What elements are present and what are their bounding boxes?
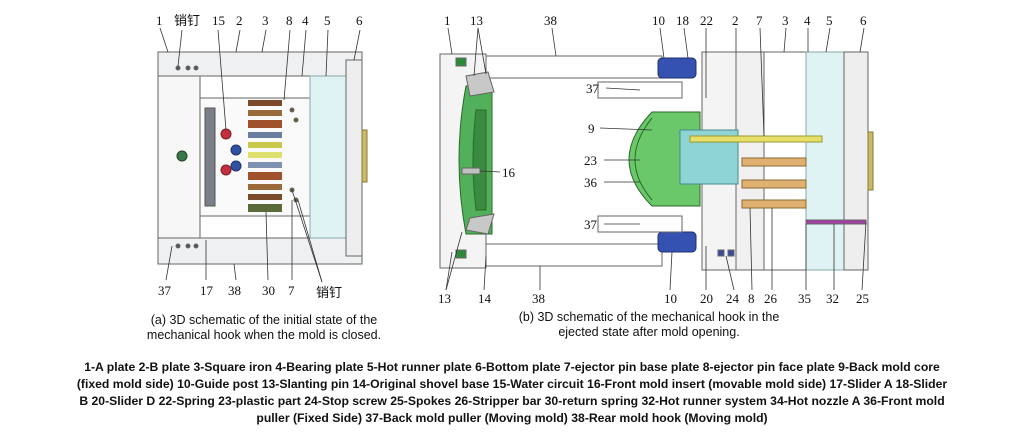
fig-a-label-4: 4: [302, 13, 309, 28]
fig-b-label-18: 18: [676, 13, 689, 28]
fig-b-label-26: 26: [764, 291, 777, 306]
fig-b-caption-line1: (b) 3D schematic of the mechanical hook …: [518, 310, 780, 324]
fig-a-label-5: 5: [324, 13, 331, 28]
fig-b-label-13-bottom: 13: [438, 291, 451, 306]
fig-a-label-2: 2: [236, 13, 243, 28]
fig-b-label-3: 3: [782, 13, 789, 28]
fig-a-label-15: 15: [212, 13, 225, 28]
fig-a-label-1: 1: [156, 13, 163, 28]
fig-a-label-30: 30: [262, 283, 275, 298]
fig-b-caption: (b) 3D schematic of the mechanical hook …: [494, 310, 804, 340]
legend-line-4: puller (Fixed Side) 37-Back mold puller …: [256, 411, 768, 425]
legend-line-1: 1-A plate 2-B plate 3-Square iron 4-Bear…: [84, 360, 940, 374]
legend-line-2: (fixed mold side) 10-Guide post 13-Slant…: [76, 377, 948, 391]
fig-b-label-6: 6: [860, 13, 867, 28]
fig-b-label-4: 4: [804, 13, 811, 28]
fig-b-label-37-top: 37: [586, 81, 599, 96]
legend-line-3: B 20-Slider D 22-Spring 23-plastic part …: [79, 394, 945, 408]
fig-b-label-32: 32: [826, 291, 839, 306]
fig-b-label-14: 14: [478, 291, 491, 306]
fig-b-label-8: 8: [748, 291, 755, 306]
fig-b-label-20: 20: [700, 291, 713, 306]
fig-b-label-10-top: 10: [652, 13, 665, 28]
fig-a-label-6: 6: [356, 13, 363, 28]
fig-b-label-10-bottom: 10: [664, 291, 677, 306]
fig-a-label-17: 17: [200, 283, 213, 298]
fig-b-label-22: 22: [700, 13, 713, 28]
fig-b-label-37-bottom: 37: [584, 217, 597, 232]
fig-b-label-1: 1: [444, 13, 451, 28]
fig-b-label-23: 23: [584, 153, 597, 168]
fig-b-label-38-top: 38: [544, 13, 557, 28]
fig-a-label-7: 7: [288, 283, 295, 298]
fig-a-caption-line2: mechanical hook when the mold is closed.: [146, 328, 382, 342]
fig-a-label-pin: 销钉: [174, 13, 201, 28]
fig-a-caption: (a) 3D schematic of the initial state of…: [118, 313, 410, 343]
fig-a-label-37: 37: [158, 283, 171, 298]
figure-b-drawing: [439, 27, 874, 291]
fig-b-label-2: 2: [732, 13, 739, 28]
fig-a-label-3: 3: [262, 13, 269, 28]
fig-b-label-9: 9: [588, 121, 595, 136]
fig-a-label-38: 38: [228, 283, 241, 298]
fig-b-label-25: 25: [856, 291, 869, 306]
fig-b-label-24: 24: [726, 291, 739, 306]
fig-b-caption-line2: ejected state after mold opening.: [558, 325, 740, 339]
fig-b-label-38-bottom: 38: [532, 291, 545, 306]
fig-b-label-7: 7: [756, 13, 763, 28]
fig-b-label-13-top: 13: [470, 13, 483, 28]
fig-a-label-pin-bottom: 销钉: [316, 285, 343, 300]
fig-b-label-5: 5: [826, 13, 833, 28]
fig-a-label-8: 8: [286, 13, 293, 28]
fig-b-label-36: 36: [584, 175, 597, 190]
parts-legend: 1-A plate 2-B plate 3-Square iron 4-Bear…: [6, 359, 1018, 427]
fig-b-label-16: 16: [502, 165, 515, 180]
fig-b-label-35: 35: [798, 291, 811, 306]
fig-a-caption-line1: (a) 3D schematic of the initial state of…: [150, 313, 378, 327]
figure-a-drawing: [157, 27, 368, 283]
